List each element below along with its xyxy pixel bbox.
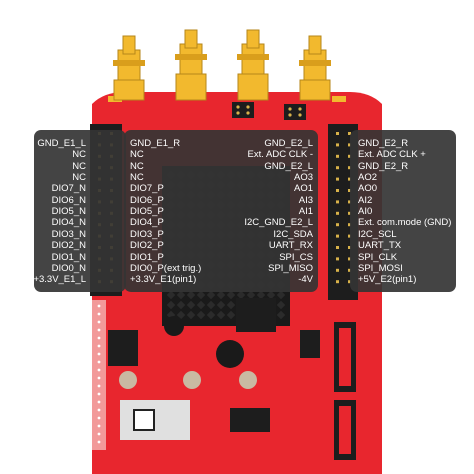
e1-inner-label-8: DIO3_P: [130, 228, 164, 240]
e1-outer-label-8: DIO3_N: [51, 228, 86, 240]
e2-inner-label-2: GND_E2_L: [264, 160, 313, 172]
sma-connector-3: [237, 29, 269, 101]
e1-outer-label-1: NC: [72, 149, 86, 161]
e1-outer-label-3: NC: [72, 172, 86, 184]
e2-inner-label-11: SPI_MISO: [268, 262, 313, 274]
sma-connector-1: [113, 35, 145, 101]
e2-inner-label-9: UART_RX: [268, 240, 313, 252]
e2-inner-label-3: AO3: [293, 172, 313, 184]
chip-small-3: [300, 330, 320, 358]
e2-outer-label-4: AO0: [358, 183, 378, 195]
e1-inner-label-9: DIO2_P: [130, 240, 164, 252]
e1-inner-label-1: NC: [130, 149, 144, 161]
e2-outer-label-7: Ext. com.mode (GND): [358, 217, 452, 229]
e1-outer-label-10: DIO1_N: [51, 251, 86, 263]
label-panel-center: [124, 130, 318, 292]
e1-inner-label-5: DIO6_P: [130, 194, 164, 206]
e1-inner-label-7: DIO4_P: [130, 217, 164, 229]
side-pins-strip: [92, 300, 106, 450]
jumper-header-2: [284, 104, 306, 120]
e1-inner-label-12: +3.3V_E1(pin1): [130, 274, 197, 286]
e1-inner-label-3: NC: [130, 172, 144, 184]
e2-outer-label-3: AO2: [358, 172, 378, 184]
chip-small-2: [236, 298, 276, 332]
e2-outer-label-10: SPI_CLK: [358, 251, 398, 263]
label-panel-e2-outer: [350, 130, 456, 292]
mount-hole-3: [239, 371, 257, 389]
e1-outer-label-9: DIO2_N: [51, 240, 86, 252]
e2-outer-label-0: GND_E2_R: [358, 138, 409, 149]
e2-outer-label-8: I2C_SCL: [358, 228, 397, 240]
e1-inner-label-11: DIO0_P(ext trig.): [130, 262, 202, 274]
e2-inner-label-10: SPI_CS: [279, 251, 313, 263]
mount-hole-2: [183, 371, 201, 389]
e2-inner-label-4: AO1: [293, 183, 313, 195]
e2-inner-label-0: GND_E2_L: [264, 138, 313, 149]
e2-inner-label-12: -4V: [298, 274, 313, 286]
sma-connector-2: [175, 29, 207, 101]
e2-outer-label-6: AI0: [358, 206, 373, 218]
e1-inner-label-4: DIO7_P: [130, 183, 164, 195]
e2-outer-label-12: +5V_E2(pin1): [358, 274, 417, 286]
e2-outer-label-2: GND_E2_R: [358, 160, 409, 172]
e2-outer-label-11: SPI_MOSI: [358, 262, 403, 274]
e2-inner-label-8: I2C_SDA: [273, 228, 313, 240]
e2-outer-label-9: UART_TX: [358, 240, 402, 252]
e1-outer-label-5: DIO6_N: [51, 194, 86, 206]
sma-connector-4: [299, 35, 331, 101]
e1-outer-label-2: NC: [72, 160, 86, 172]
e1-outer-label-7: DIO4_N: [51, 217, 86, 229]
e1-outer-label-11: DIO0_N: [51, 262, 86, 274]
mount-hole-1: [119, 371, 137, 389]
e2-outer-label-5: AI2: [358, 194, 373, 206]
e2-outer-label-1: Ext. ADC CLK +: [358, 149, 426, 161]
qr-code-icon: [133, 409, 155, 431]
e1-inner-label-0: GND_E1_R: [130, 138, 181, 149]
e2-inner-label-5: AI3: [298, 194, 313, 206]
chip-small-4: [230, 408, 270, 432]
e2-inner-label-6: AI1: [298, 206, 313, 218]
e2-inner-label-7: I2C_GND_E2_L: [244, 217, 313, 229]
chip-small-1: [108, 330, 138, 366]
e1-outer-label-4: DIO7_N: [51, 183, 86, 195]
e2-inner-label-1: Ext. ADC CLK -: [247, 149, 313, 161]
label-panel-e1-outer: [34, 130, 126, 292]
e1-outer-label-12: +3.3V_E1_L: [33, 274, 86, 286]
jumper-header-1: [232, 102, 254, 118]
e1-inner-label-6: DIO5_P: [130, 206, 164, 218]
e1-inner-label-2: NC: [130, 160, 144, 172]
e1-outer-label-6: DIO5_N: [51, 206, 86, 218]
e1-inner-label-10: DIO1_P: [130, 251, 164, 263]
e1-outer-label-0: GND_E1_L: [37, 138, 86, 149]
